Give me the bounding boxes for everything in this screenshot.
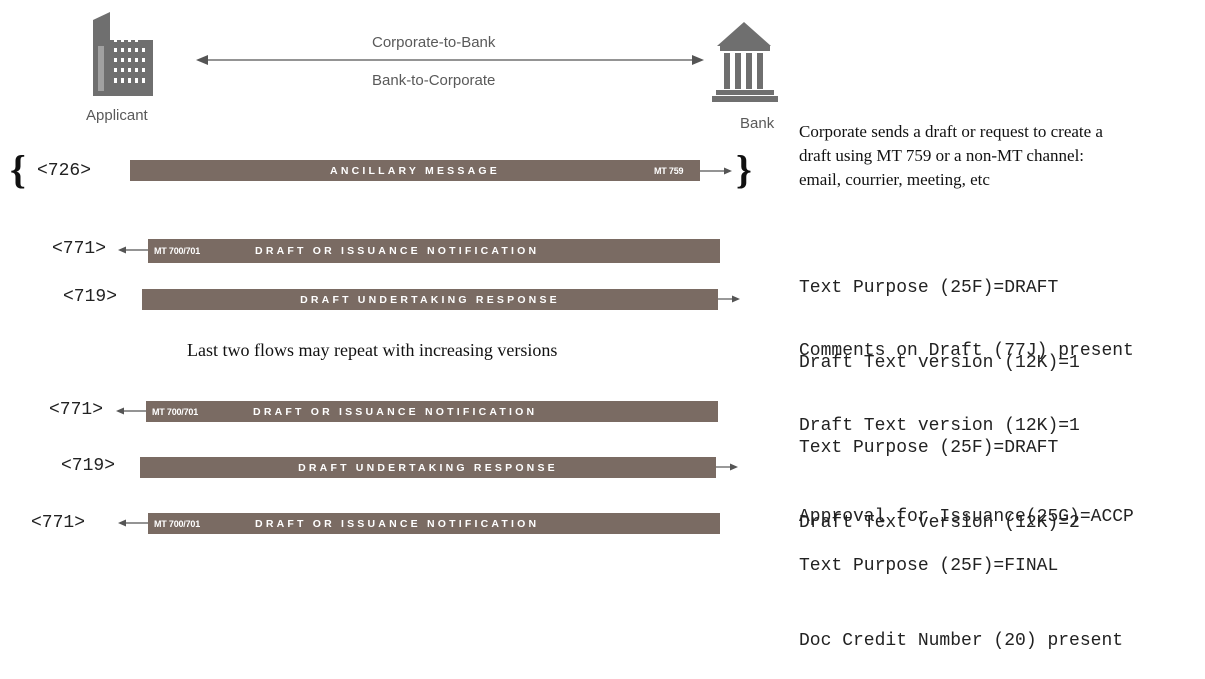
arrow-right-icon [718, 295, 740, 303]
left-brace: { [10, 147, 26, 192]
flow-notes: Text Purpose (25F)=DRAFT Draft Text vers… [799, 386, 1080, 561]
intro-note-line: email, courrier, meeting, etc [799, 170, 990, 189]
flow-notes: Comments on Draft (77J) present Draft Te… [799, 289, 1134, 464]
mt-label: MT 700/701 [152, 406, 199, 417]
repeat-note: Last two flows may repeat with increasin… [187, 340, 558, 360]
header-double-arrow [196, 55, 704, 65]
message-bar: ANCILLARY MESSAGE [130, 160, 700, 181]
message-bar: MT 700/701 DRAFT OR ISSUANCE NOTIFICATIO… [148, 239, 720, 263]
message-label: DRAFT OR ISSUANCE NOTIFICATION [255, 245, 540, 257]
top-flow-label: Corporate-to-Bank [372, 34, 496, 51]
note-line: Doc Credit Number (20) present [799, 631, 1124, 651]
arrow-left-icon [116, 407, 146, 415]
arrow-left-icon [118, 246, 148, 254]
note-line: Text Purpose (25F)=DRAFT [799, 278, 1059, 298]
note-line: Text Purpose (25F)=DRAFT [799, 438, 1059, 458]
bank-building-icon [712, 22, 778, 102]
flow-code: <771> [31, 513, 86, 533]
mt-label: MT 700/701 [154, 246, 201, 256]
intro-note: Corporate sends a draft or request to cr… [799, 120, 1103, 192]
flow-notes: Approval for Issuance(25G)=ACCP [799, 455, 1134, 555]
note-line: Draft Text version (12K)=1 [799, 353, 1080, 373]
flow-code: <726> [37, 161, 92, 181]
right-brace: } [736, 147, 752, 192]
flow-code: <771> [52, 239, 107, 259]
intro-note-line: Corporate sends a draft or request to cr… [799, 122, 1103, 141]
intro-note-line: draft using MT 759 or a non-MT channel: [799, 146, 1085, 165]
diagram-graphics [93, 12, 778, 527]
note-line: Text Purpose (25F)=FINAL [799, 556, 1059, 576]
message-label: DRAFT UNDERTAKING RESPONSE [300, 293, 560, 306]
flow-code: <719> [63, 287, 118, 307]
message-label: DRAFT OR ISSUANCE NOTIFICATION [255, 517, 540, 530]
bank-label: Bank [740, 115, 775, 132]
office-building-icon [93, 12, 153, 96]
mt-label: MT 700/701 [154, 518, 201, 529]
message-bar: DRAFT UNDERTAKING RESPONSE [140, 457, 716, 478]
note-line: Comments on Draft (77J) present [799, 341, 1134, 361]
note-line: Draft Text version (12K)=1 [799, 416, 1080, 436]
message-label: ANCILLARY MESSAGE [330, 164, 500, 177]
applicant-label: Applicant [86, 107, 148, 124]
flow-code: <771> [49, 400, 104, 420]
arrow-right-icon [716, 463, 738, 471]
flow-code: <719> [61, 456, 116, 476]
message-label: DRAFT UNDERTAKING RESPONSE [298, 461, 558, 474]
message-label: DRAFT OR ISSUANCE NOTIFICATION [253, 405, 538, 418]
message-bar: MT 700/701 DRAFT OR ISSUANCE NOTIFICATIO… [146, 401, 718, 422]
message-bar: MT 700/701 DRAFT OR ISSUANCE NOTIFICATIO… [148, 513, 720, 534]
bottom-flow-label: Bank-to-Corporate [372, 72, 496, 89]
note-line: Approval for Issuance(25G)=ACCP [799, 507, 1134, 527]
message-bar: DRAFT UNDERTAKING RESPONSE [142, 289, 718, 310]
arrow-right-icon [700, 167, 732, 175]
note-line: Draft Text version (12K)=2 [799, 513, 1080, 533]
flow-notes: Text Purpose (25F)=DRAFT Draft Text vers… [799, 226, 1080, 401]
flow-notes: Text Purpose (25F)=FINAL Doc Credit Numb… [799, 504, 1123, 679]
mt-label: MT 759 [654, 166, 684, 176]
arrow-left-icon [118, 519, 148, 527]
